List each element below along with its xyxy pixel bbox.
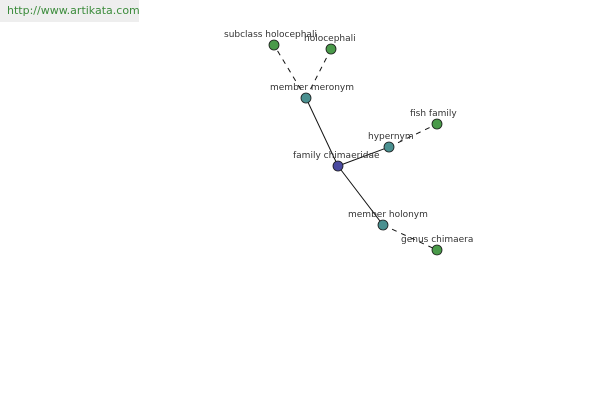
node-marker[interactable] <box>332 160 344 172</box>
node-hypernym[interactable]: hypernym <box>368 132 414 153</box>
edge-member-meronym-to-subclass-holocephali <box>273 44 307 99</box>
node-marker[interactable] <box>383 141 395 153</box>
node-genus-chimaera[interactable]: genus chimaera <box>401 235 473 256</box>
node-subclass-holocephali[interactable]: subclass holocephali <box>224 30 317 51</box>
node-center[interactable]: family chimaeridae <box>293 151 380 172</box>
node-fish-family[interactable]: fish family <box>410 109 457 130</box>
edge-center-to-member-holonym <box>337 165 384 226</box>
edge-center-to-hypernym <box>337 146 390 167</box>
edge-hypernym-to-fish-family <box>388 123 438 148</box>
node-holocephali[interactable]: holocephali <box>304 34 356 55</box>
node-label: fish family <box>410 109 457 119</box>
graph-edges <box>273 44 438 251</box>
node-label: member meronym <box>270 83 354 93</box>
node-marker[interactable] <box>325 43 337 55</box>
node-label: hypernym <box>368 132 414 142</box>
watermark-url: http://www.artikata.com <box>0 0 140 22</box>
node-label: holocephali <box>304 34 356 44</box>
node-marker[interactable] <box>377 219 389 231</box>
graph-nodes: family chimaeridae member meronym hypernym… <box>224 30 473 256</box>
node-label: genus chimaera <box>401 235 473 245</box>
node-marker[interactable] <box>300 92 312 104</box>
node-marker[interactable] <box>431 244 443 256</box>
edge-center-to-member-meronym <box>305 97 339 167</box>
node-marker[interactable] <box>268 39 280 51</box>
node-member-meronym[interactable]: member meronym <box>270 83 354 104</box>
node-label: member holonym <box>348 210 428 220</box>
node-label: family chimaeridae <box>293 151 380 161</box>
node-label: subclass holocephali <box>224 30 317 40</box>
node-marker[interactable] <box>431 118 443 130</box>
node-member-holonym[interactable]: member holonym <box>348 210 428 231</box>
